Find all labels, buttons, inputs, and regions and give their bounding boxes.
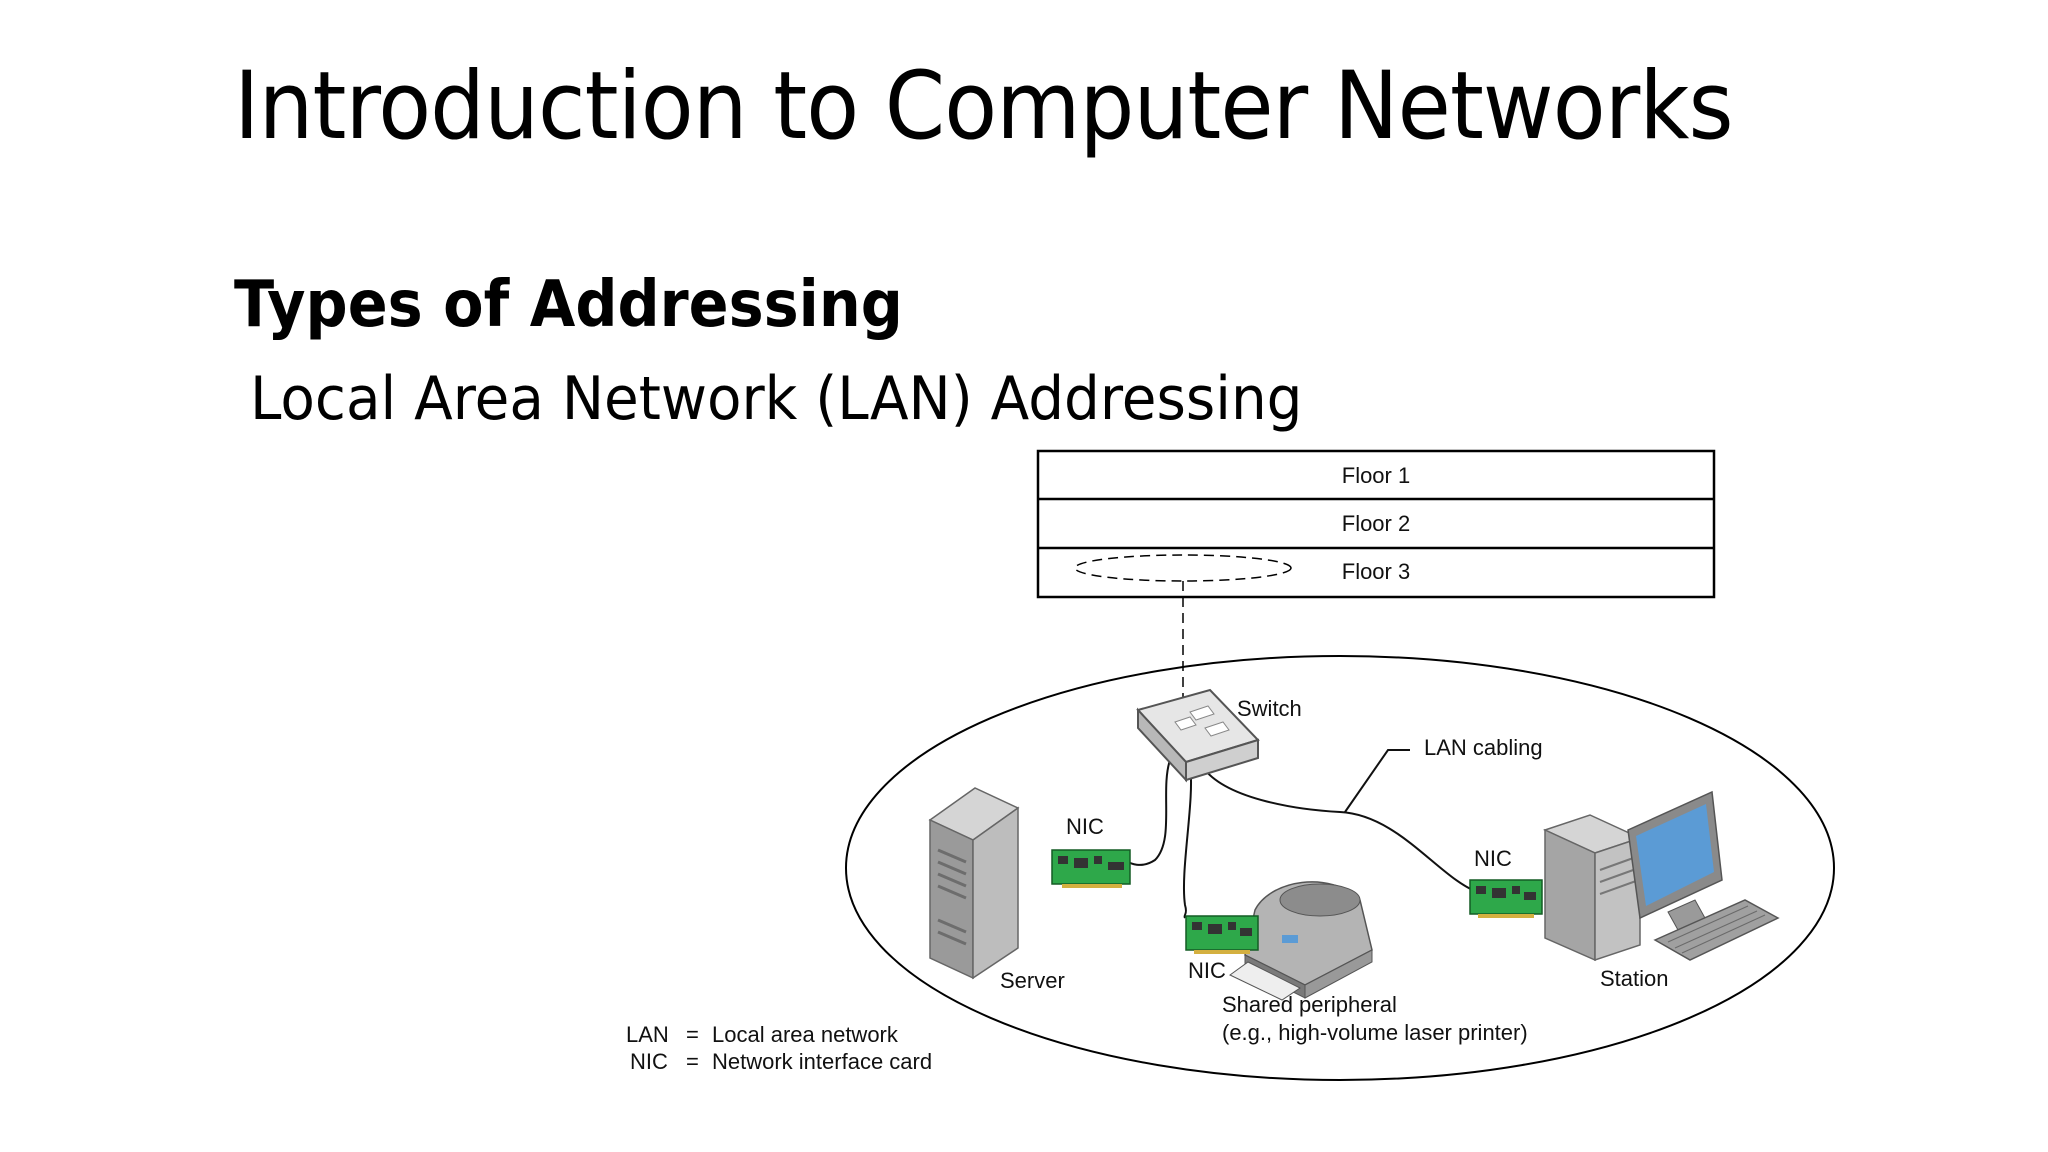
printer-icon (1229, 881, 1373, 1001)
section-subheading: Local Area Network (LAN) Addressing (250, 364, 1303, 434)
legend: LAN = Local area network NIC = Network i… (626, 1022, 932, 1074)
switch-icon (1136, 688, 1260, 783)
lan-cables (1123, 749, 1481, 919)
server-nic-label: NIC (1066, 814, 1104, 839)
slide-title: Introduction to Computer Networks (234, 52, 1734, 161)
legend-meaning-lan: Local area network (712, 1022, 899, 1047)
floor-table: Floor 1 Floor 2 Floor 3 (1036, 449, 1716, 599)
keyboard-icon (1653, 899, 1780, 961)
server-icon (928, 787, 1020, 980)
switch-label: Switch (1237, 696, 1302, 721)
station-label: Station (1600, 966, 1669, 991)
server-label: Server (1000, 968, 1065, 993)
lan-cabling-label: LAN cabling (1424, 735, 1543, 760)
legend-eq-lan: = (686, 1022, 699, 1047)
station-tower-icon (1542, 814, 1643, 962)
floor-1-label: Floor 1 (1342, 463, 1410, 488)
server-nic-icon (1051, 849, 1131, 888)
floor-2-label: Floor 2 (1342, 511, 1410, 536)
floor-3-label: Floor 3 (1342, 559, 1410, 584)
legend-eq-nic: = (686, 1049, 699, 1074)
lan-boundary-ellipse (845, 655, 1835, 1081)
printer-nic-icon (1185, 915, 1259, 954)
floor-3-zoom-ellipse (1074, 554, 1292, 582)
peripheral-label-line1: Shared peripheral (1222, 992, 1397, 1017)
legend-abbr-nic: NIC (630, 1049, 668, 1074)
peripheral-label-line2: (e.g., high-volume laser printer) (1222, 1020, 1528, 1045)
monitor-icon (1627, 790, 1723, 931)
printer-nic-label: NIC (1188, 958, 1226, 983)
section-heading: Types of Addressing (234, 268, 903, 342)
legend-meaning-nic: Network interface card (712, 1049, 932, 1074)
legend-abbr-lan: LAN (626, 1022, 669, 1047)
station-nic-icon (1469, 879, 1543, 918)
station-nic-label: NIC (1474, 846, 1512, 871)
